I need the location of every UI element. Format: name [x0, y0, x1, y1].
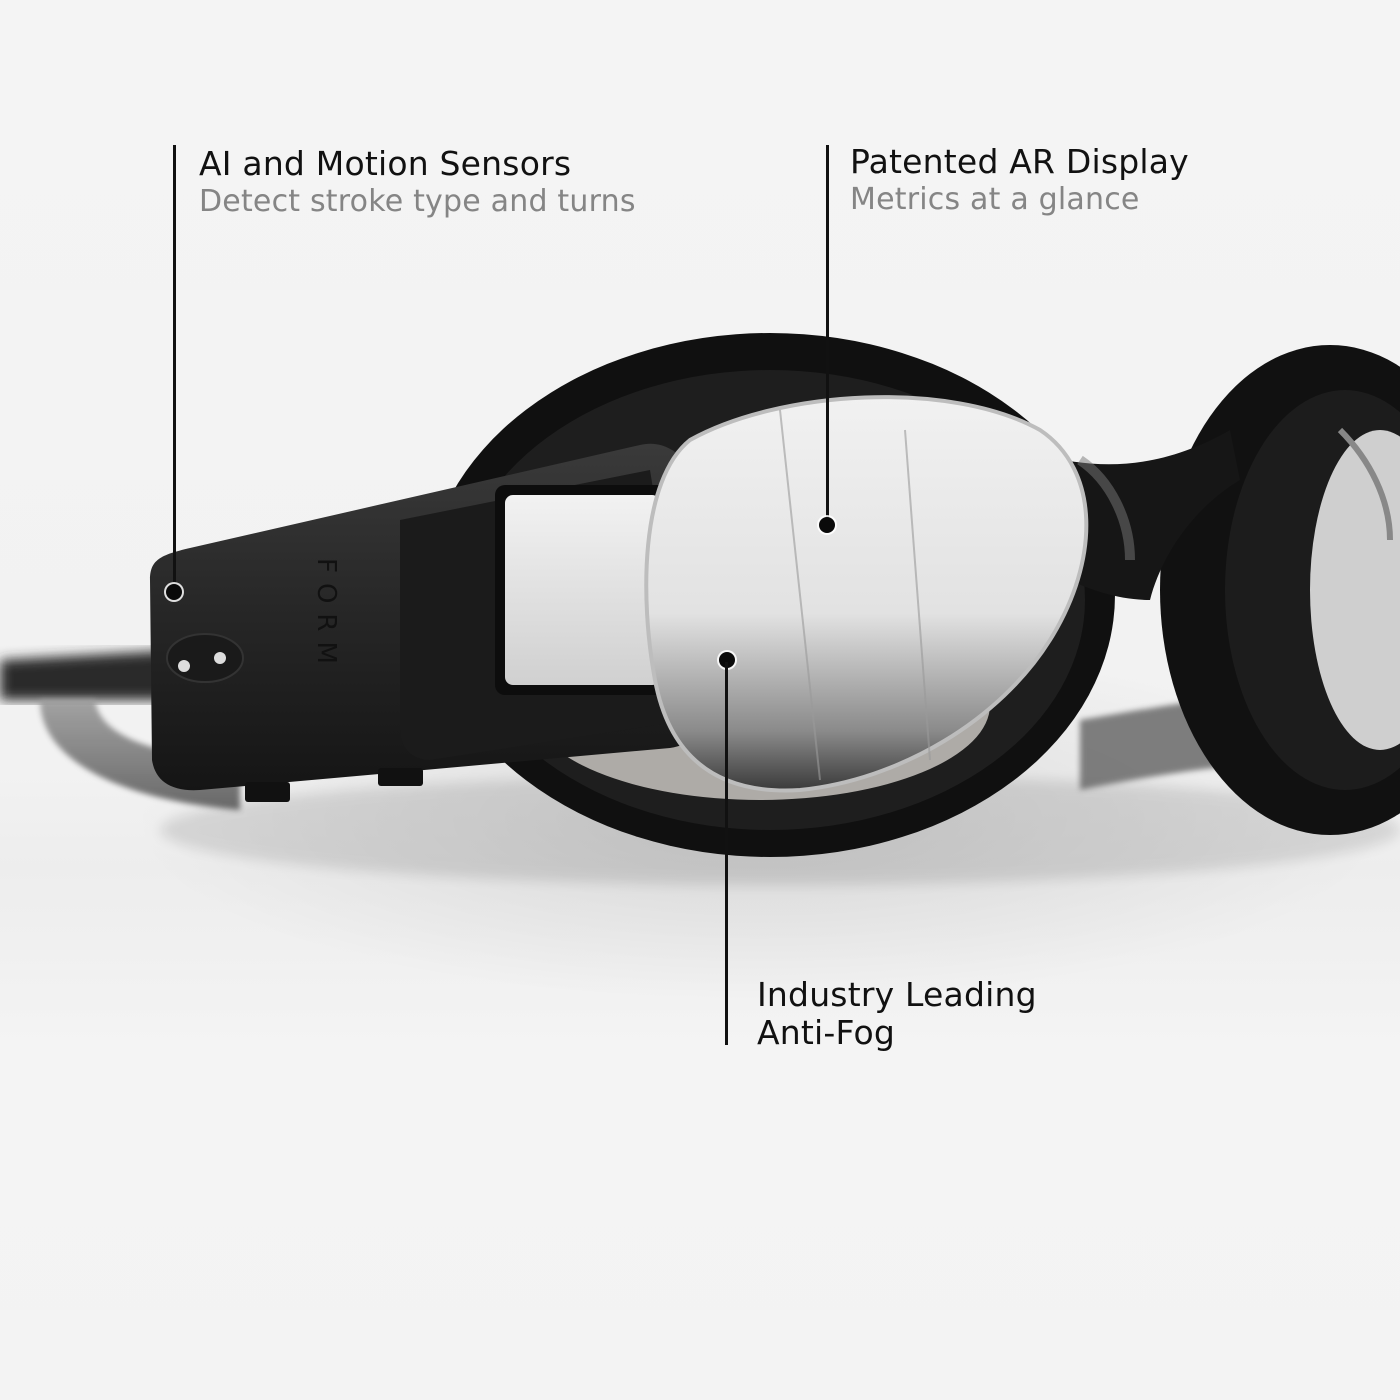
- feature-title: AI and Motion Sensors: [199, 144, 572, 183]
- callout-line: [826, 145, 829, 525]
- callout-line: [725, 662, 728, 1045]
- form-brand-mark: FORM: [311, 558, 341, 674]
- feature-title-line1: Industry Leading: [757, 975, 1037, 1014]
- callout-line: [173, 145, 176, 595]
- callout-label: Industry Leading Anti-Fog: [757, 976, 1037, 1052]
- callout-dot: [166, 584, 182, 600]
- feature-title: Patented AR Display: [850, 142, 1189, 181]
- callout-dot: [819, 517, 835, 533]
- callout-label: Patented AR Display Metrics at a glance: [850, 143, 1189, 219]
- callout-label: AI and Motion Sensors Detect stroke type…: [199, 145, 636, 221]
- callout-dot: [719, 652, 735, 668]
- feature-title-line2: Anti-Fog: [757, 1013, 896, 1052]
- feature-subtitle: Detect stroke type and turns: [199, 184, 636, 219]
- feature-subtitle: Metrics at a glance: [850, 182, 1140, 217]
